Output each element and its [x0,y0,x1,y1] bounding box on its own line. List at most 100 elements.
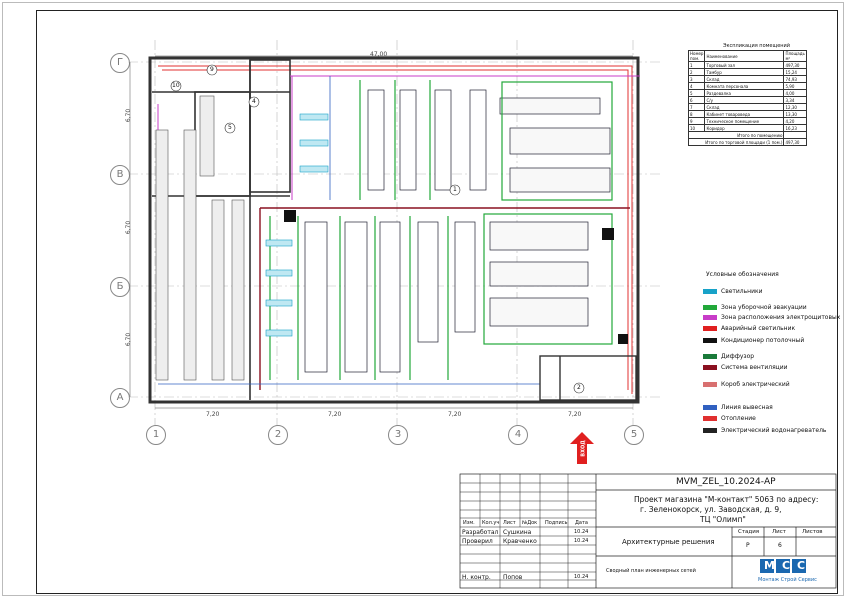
legend-swatch [703,364,717,370]
legend-label: Отопление [721,414,756,422]
explication-table: Экспликация помещений Номер пом. Наимено… [687,43,807,146]
explication-col-area: Площадь м² [783,50,807,62]
room-tag-9: 9 [210,66,214,73]
explication-summary-row: Итого по торговой площади (1 пом.)497,30 [687,138,807,146]
legend-item: Отопление [703,414,756,422]
ventilation-ducts [259,207,630,390]
axis-number-4: 4 [508,425,528,445]
axis-number-5: 5 [624,425,644,445]
legend-item: Линия вывесная [703,403,773,411]
legend-swatch [703,314,717,320]
legend-label: Светильники [721,287,763,295]
legend-swatch [703,337,717,343]
signer-role-1: Разработал [462,529,499,536]
signer-date-1: 10.24 [574,529,589,535]
legend-swatch [703,288,717,294]
heating-line [158,65,633,394]
axis-number-1: 1 [146,425,166,445]
sheet-inner-frame [36,10,838,594]
luminaires [265,113,329,337]
axis-letter-g: Г [110,53,130,73]
legend-item: Короб электрический [703,380,790,388]
room-tag-2: 2 [577,384,581,391]
sheet-title: Сводный план инженерных сетей [606,568,696,574]
axis-number-2: 2 [268,425,288,445]
explication-summary-value: 497,30 [783,138,807,146]
stage-value: Р [746,542,750,549]
project-line-1: Проект магазина "М-контакт" 5063 по адре… [634,495,819,504]
legend-label: Система вентиляции [721,363,788,371]
axis-number-3: 3 [388,425,408,445]
legend-swatch [703,427,717,433]
sales-shelving [304,89,487,373]
vestibule [539,355,637,401]
legend-swatch [703,415,717,421]
signer-name-1: Сушкина [503,529,532,536]
signer-role-3: Н. контр. [462,574,491,581]
sheets-header: Листов [802,529,823,535]
legend-label: Зона уборочной эвакуации [721,303,807,311]
signer-date-3: 10.24 [574,574,589,580]
signer-role-2: Проверил [462,538,493,545]
electric-trays [157,75,640,200]
legend-label: Электрический водонагреватель [721,426,827,434]
legend-swatch [703,381,717,387]
fridge-islands [489,97,611,327]
legend-title: Условные обозначения [706,271,779,278]
legend-label: Короб электрический [721,380,790,388]
legend-item: Зона уборочной эвакуации [703,303,807,311]
room-tag-5: 5 [228,124,232,131]
dim-h-3: 7,20 [448,411,462,418]
legend-label: Линия вывесная [721,403,773,411]
title-block-header-sign: Подпись [545,520,568,526]
room-tag-4: 4 [252,98,256,105]
sheet-value: 6 [778,542,782,549]
signer-name-3: Попов [503,574,523,581]
legend-label: Аварийный светильник [721,324,796,332]
legend-swatch [703,304,717,310]
title-block-header-doc: №Док [522,520,538,526]
legend-item: Светильники [703,287,763,295]
legend-label: Зона расположения электрощитовых [721,313,841,321]
legend-item: Система вентиляции [703,363,788,371]
legend-item: Кондиционер потолочный [703,336,804,344]
title-block-header-kol: Кол.уч [482,520,500,526]
storage-racks [155,95,245,381]
room-tag-1: 1 [453,186,457,193]
title-block-header-list: Лист [503,520,516,526]
axis-letter-a: А [110,388,130,408]
title-block-header-date: Дата [575,520,588,526]
legend-item: Электрический водонагреватель [703,426,826,434]
stage-header: Стадия [738,529,760,535]
stage-title: Архитектурные решения [622,538,715,546]
legend-label: Кондиционер потолочный [721,336,805,344]
company-name: Монтаж Строй Сервис [758,577,817,583]
legend-item: Зона расположения электрощитовых [703,313,840,321]
signer-name-2: Кравченко [503,538,537,545]
ac-units [284,210,628,344]
entrance-arrow-icon [570,432,594,464]
company-logo: МСС Монтаж Строй Сервис [734,557,836,588]
drawing-code: MVM_ZEL_10.2024-АР [676,477,776,487]
axis-letter-b: Б [110,277,130,297]
explication-title: Экспликация помещений [723,43,791,49]
legend-swatch [703,353,717,359]
dim-h-1: 7,20 [206,411,220,418]
sheet-header: Лист [772,529,786,535]
dimension-lines [129,55,633,409]
legend-label: Диффузор [721,352,755,360]
legend-item: Аварийный светильник [703,324,795,332]
legend-swatch [703,325,717,331]
room-tag-10: 10 [172,82,180,89]
axis-letter-v: В [110,165,130,185]
legend-swatch [703,404,717,410]
signal-lines [158,76,540,385]
dim-top: 47,00 [370,51,388,58]
project-line-2: г. Зеленокорск, ул. Заводская, д. 9, [640,505,782,514]
dim-h-2: 7,20 [328,411,342,418]
